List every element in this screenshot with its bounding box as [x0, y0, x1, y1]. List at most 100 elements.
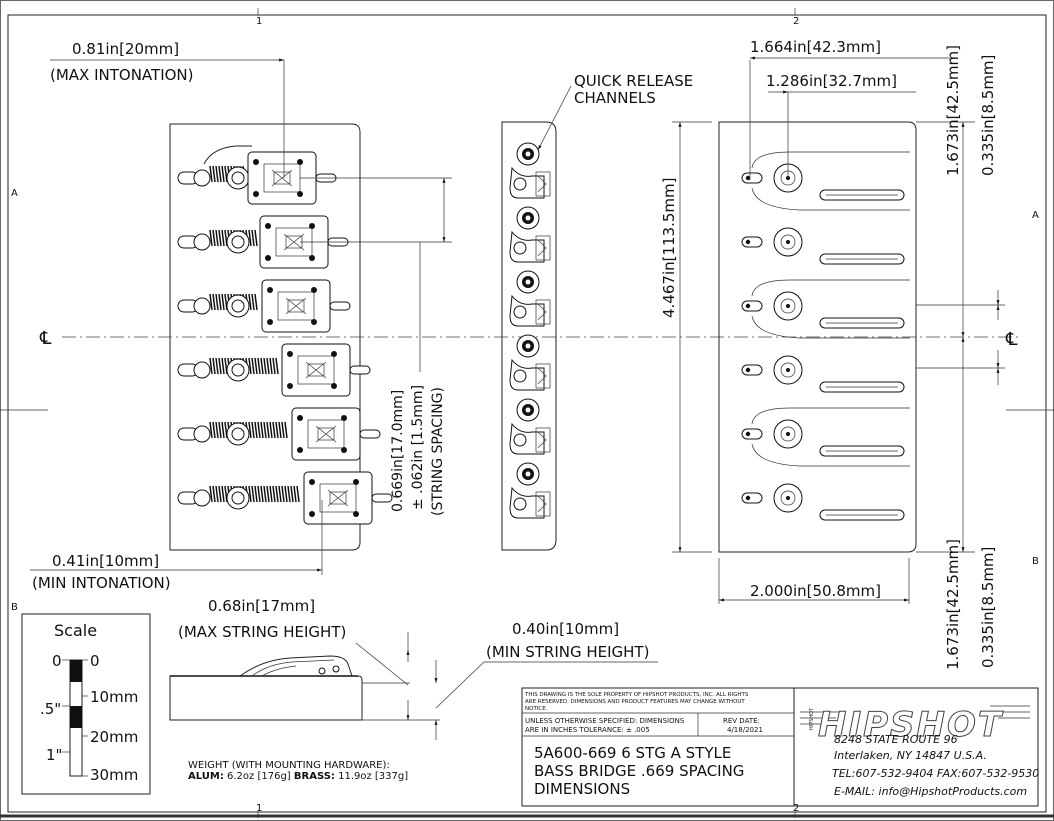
address-line-1: 8248 STATE ROUTE 96: [834, 733, 958, 746]
spring-coil: [254, 485, 258, 503]
hex-screw: [253, 159, 259, 165]
hex-screw: [331, 383, 337, 389]
channel-roller: [513, 433, 527, 447]
mount-hole: [193, 425, 211, 443]
channel-roller: [513, 497, 527, 511]
hex-screw: [297, 447, 303, 453]
zone-label-col1: 1: [256, 16, 262, 27]
channel-body: [509, 422, 545, 455]
bottom-slot-group: [741, 227, 905, 265]
width-1286-dimension: [768, 90, 916, 178]
saddle: [177, 471, 393, 525]
hipshot-logo-small: HIPSHOT: [809, 707, 815, 730]
mount-boss-center: [786, 368, 790, 372]
min-intonation-label: (MIN INTONATION): [32, 574, 171, 592]
screw-tip-dot: [745, 303, 751, 309]
mount-boss-inner: [780, 362, 796, 378]
channel-roller: [513, 241, 527, 255]
vertical-dims-right: [916, 121, 1005, 553]
spring-coil: [254, 421, 258, 439]
drawing-title-2: BASS BRIDGE .669 SPACING: [534, 762, 744, 780]
screw-tip-dot: [745, 175, 751, 181]
width-2000-dimension: [718, 558, 910, 604]
spring-coil: [257, 485, 261, 503]
quick-release-unit: [509, 270, 551, 327]
spring-coil: [281, 485, 285, 503]
title-block: [521, 687, 1039, 807]
hex-screw: [297, 191, 303, 197]
spring-coil: [257, 357, 261, 375]
pocket-edge: [751, 407, 910, 425]
channel-arrow: [537, 367, 547, 385]
quick-release-unit: [509, 142, 551, 199]
zone-label-row-b-right: B: [1032, 556, 1039, 567]
notice-line-3: NOTICE.: [525, 706, 548, 712]
spring-coil: [248, 421, 252, 439]
screw-tip-dot: [745, 367, 751, 373]
saddle-body: [307, 419, 345, 449]
spring-coil: [218, 229, 222, 247]
spring-coil: [218, 357, 222, 375]
channel-clip: [535, 235, 551, 261]
spring-coil: [254, 229, 258, 247]
centerline-symbol-left: ℄: [39, 328, 52, 349]
width-1664-dimension: [749, 56, 950, 180]
mount-hole: [193, 233, 211, 251]
spring-coil: [266, 421, 270, 439]
spring-coil: [275, 421, 279, 439]
screw-tip-dot: [745, 495, 751, 501]
hex-screw: [265, 223, 271, 229]
mount-hole: [193, 489, 211, 507]
hex-screw: [331, 351, 337, 357]
hex-screw: [353, 479, 359, 485]
channel-arrow: [537, 495, 547, 513]
hex-screw: [353, 511, 359, 517]
hipshot-logo: [800, 705, 1030, 725]
mount-boss-center: [786, 240, 790, 244]
spring-coil: [269, 421, 273, 439]
saddle-x: [305, 361, 327, 379]
string-post-center: [525, 151, 531, 157]
channel-body: [509, 166, 545, 199]
scale-in-0: 0: [52, 652, 62, 670]
quick-release-unit: [509, 462, 551, 519]
spring-coil: [248, 229, 252, 247]
spring-coil: [212, 293, 216, 311]
min-intonation-value: 0.41in[10mm]: [52, 552, 159, 570]
min-string-height-value: 0.40in[10mm]: [512, 620, 619, 638]
zone-label-col2: 2: [793, 16, 799, 27]
spring-coil: [209, 485, 213, 503]
spring-coil: [221, 229, 225, 247]
quick-release-label-1: QUICK RELEASE: [574, 72, 693, 90]
anchor-circle-inner: [231, 235, 245, 249]
screw-tip: [741, 492, 763, 504]
scale-in-1: 1": [46, 746, 62, 764]
channel-clip: [535, 491, 551, 517]
spring-coil: [266, 485, 270, 503]
string-spacing-dimension: [300, 177, 452, 372]
v0335-top-value: 0.335in[8.5mm]: [979, 55, 997, 176]
zone-label-col1-bottom: 1: [256, 803, 262, 814]
spring-coil: [209, 357, 213, 375]
spring-coil: [215, 165, 219, 183]
spring-coil: [251, 229, 255, 247]
string-slot: [329, 491, 347, 505]
hex-screw: [309, 255, 315, 261]
hex-screw: [309, 479, 315, 485]
hipshot-logo-text: HIPSHOT: [818, 705, 1004, 745]
weight-values: ALUM: 6.2oz [176g] BRASS: 11.9oz [337g]: [188, 771, 408, 782]
spring-coil: [263, 357, 267, 375]
width-2000-value: 2.000in[50.8mm]: [750, 582, 881, 600]
spring-coil: [251, 357, 255, 375]
mount-boss-inner: [780, 298, 796, 314]
bridge-side-view: [501, 121, 557, 551]
mount-hole: [193, 361, 211, 379]
max-string-height-label: (MAX STRING HEIGHT): [178, 623, 346, 641]
string-post-center: [525, 279, 531, 285]
screw-tip: [741, 428, 763, 440]
spring-coil: [260, 421, 264, 439]
body-contour: [203, 145, 252, 165]
scale-mm-20: 20mm: [90, 728, 138, 746]
saddle-x: [315, 425, 337, 443]
spring-coil: [212, 485, 216, 503]
